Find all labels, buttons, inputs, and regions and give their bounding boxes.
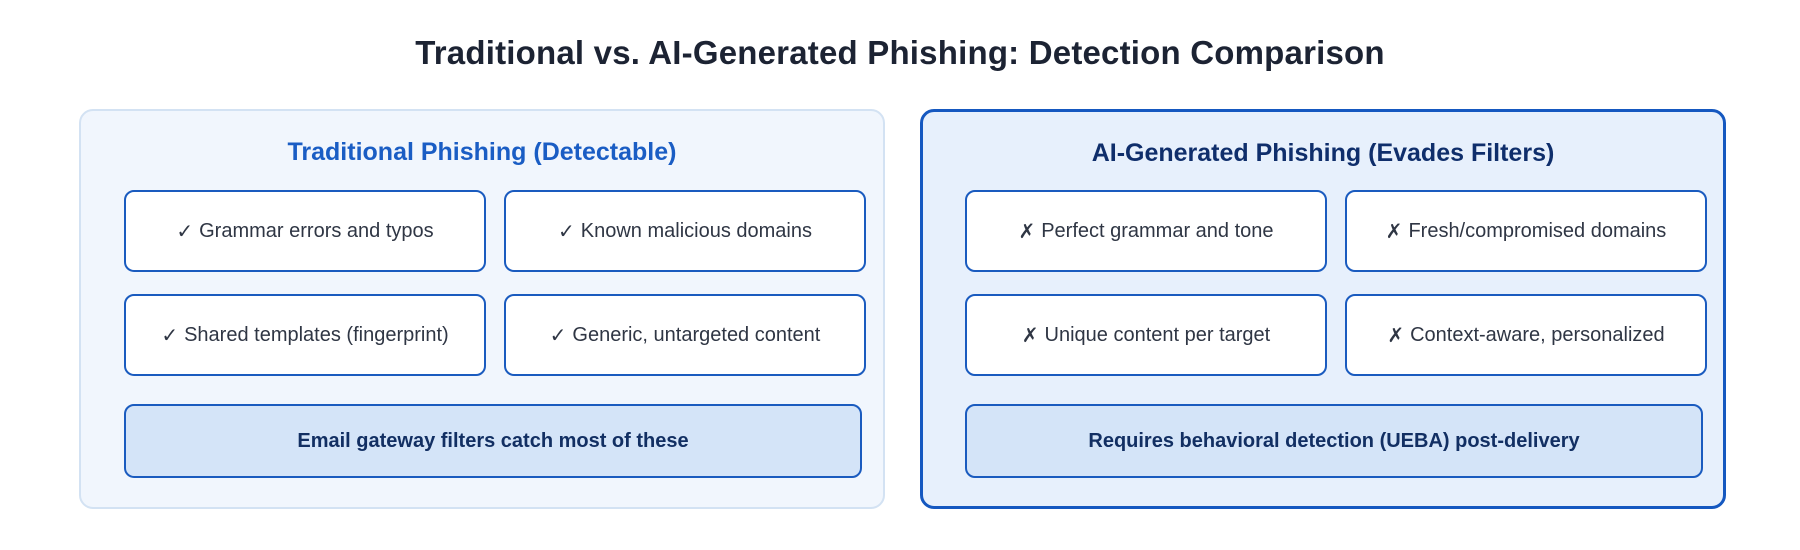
ai-item-card: ✗ Perfect grammar and tone	[965, 190, 1327, 272]
ai-item-card: ✗ Fresh/compromised domains	[1345, 190, 1707, 272]
check-icon: ✓	[558, 220, 575, 243]
page-title: Traditional vs. AI-Generated Phishing: D…	[415, 34, 1385, 71]
traditional-item-label: Generic, untargeted content	[572, 323, 821, 346]
traditional-item-card: ✓ Shared templates (fingerprint)	[124, 294, 486, 376]
ai-item-label: Perfect grammar and tone	[1041, 219, 1274, 242]
cross-icon: ✗	[1018, 220, 1036, 243]
ai-item-card: ✗ Unique content per target	[965, 294, 1327, 376]
traditional-item-label: Grammar errors and typos	[199, 219, 434, 242]
ai-item-label: Fresh/compromised domains	[1408, 219, 1667, 242]
ai-panel-title: AI-Generated Phishing (Evades Filters)	[1091, 139, 1555, 167]
traditional-item-card: ✓ Generic, untargeted content	[504, 294, 866, 376]
traditional-phishing-panel: Traditional Phishing (Detectable) ✓ Gram…	[79, 109, 885, 509]
ai-summary-box: Requires behavioral detection (UEBA) pos…	[965, 404, 1703, 478]
check-icon: ✓	[161, 324, 179, 347]
cross-icon: ✗	[1021, 324, 1039, 347]
cross-icon: ✗	[1385, 220, 1403, 243]
cross-icon: ✗	[1387, 324, 1405, 347]
check-icon: ✓	[176, 220, 194, 243]
traditional-panel-title: Traditional Phishing (Detectable)	[287, 138, 677, 166]
traditional-item-card: ✓ Grammar errors and typos	[124, 190, 486, 272]
ai-item-label: Context-aware, personalized	[1410, 323, 1665, 346]
traditional-item-label: Shared templates (fingerprint)	[184, 323, 449, 346]
traditional-item-card: ✓ Known malicious domains	[504, 190, 866, 272]
ai-item-label: Unique content per target	[1044, 323, 1271, 346]
ai-item-card: ✗ Context-aware, personalized	[1345, 294, 1707, 376]
traditional-summary-box: Email gateway filters catch most of thes…	[124, 404, 862, 478]
check-icon: ✓	[549, 324, 567, 347]
traditional-item-label: Known malicious domains	[580, 219, 812, 242]
ai-generated-phishing-panel: AI-Generated Phishing (Evades Filters) ✗…	[920, 109, 1726, 509]
